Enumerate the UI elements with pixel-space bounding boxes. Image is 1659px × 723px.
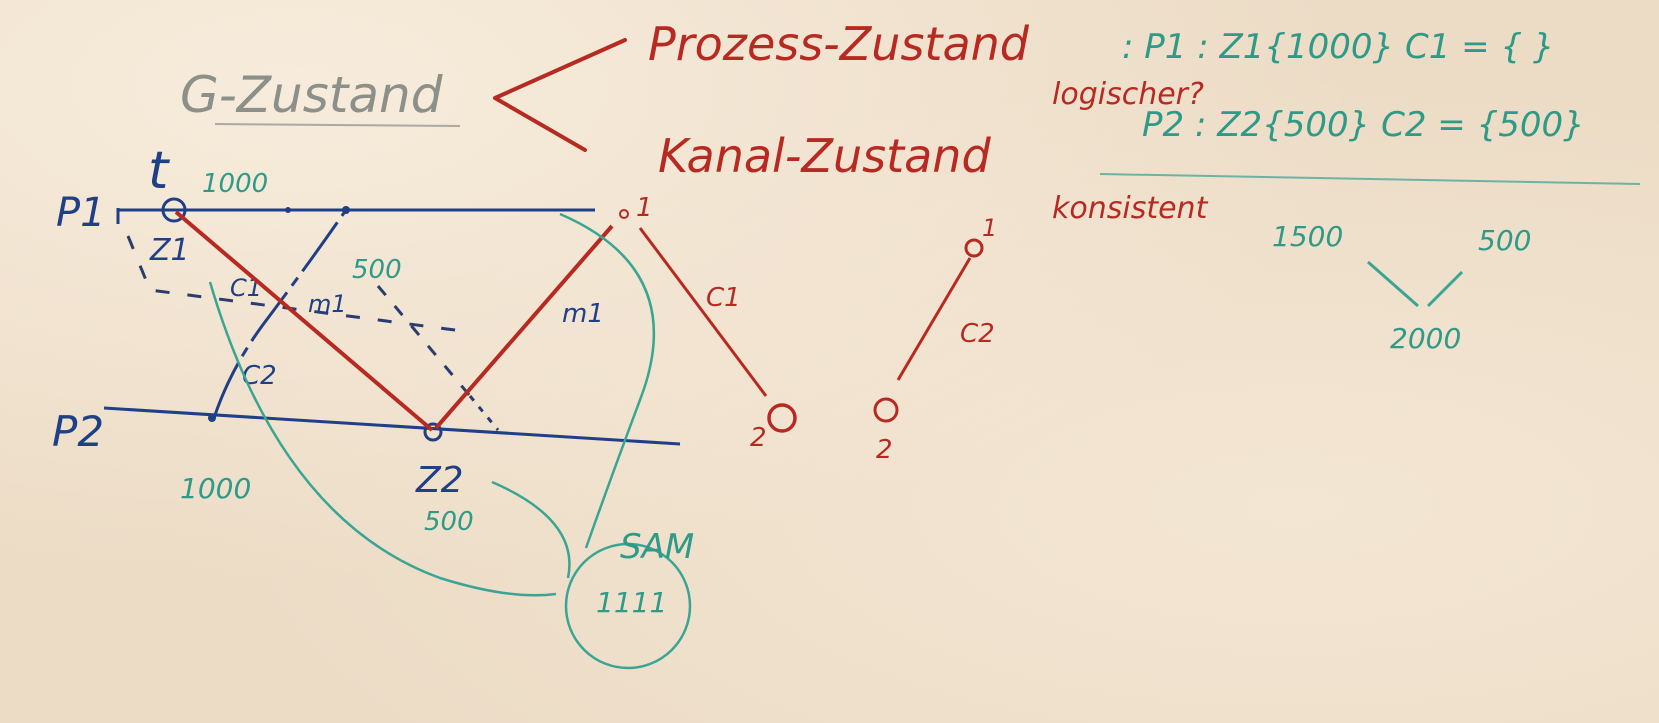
z2-value: 500: [424, 507, 474, 537]
transfer-value: 500: [352, 255, 402, 285]
m1-left-label: m1: [308, 290, 347, 318]
g-zustand-label: G-Zustand: [180, 66, 443, 124]
message-m1-right: [434, 224, 614, 430]
logischer-label: logischer?: [1052, 77, 1204, 112]
kanal-zustand-label: Kanal-Zustand: [658, 129, 991, 183]
sum-branch-right: [1426, 270, 1464, 308]
note-line-2: P2 : Z2{500} C2 = {500}: [1142, 105, 1585, 145]
graph2-bottom-node: 2: [876, 435, 893, 465]
p2-label: P2: [52, 407, 104, 456]
z2-state-marker: [423, 422, 443, 442]
m1-right-label: m1: [562, 299, 604, 329]
sam-circle-text: 1111: [596, 586, 667, 619]
cut-line-c: [468, 395, 500, 431]
graph2-top-circle: [964, 238, 984, 258]
z1-label: Z1: [149, 233, 190, 268]
graph1-edge: [638, 227, 768, 397]
notes-divider: [1099, 173, 1641, 185]
sam-label: SAM: [620, 527, 694, 567]
konsistent-label: konsistent: [1052, 191, 1209, 226]
sam-result-circle: [564, 542, 692, 670]
graph1-top-node: 1: [636, 193, 653, 223]
state-bracket: [493, 38, 627, 152]
message-m1-left: [174, 210, 434, 432]
time-t-label: t: [148, 141, 170, 201]
cut-line-b: [376, 285, 472, 397]
note-line-1: : P1 : Z1{1000} C1 = { }: [1122, 27, 1555, 67]
graph1-bottom-circle: [767, 403, 797, 433]
p2-timeline: [103, 406, 681, 446]
p2-value: 1000: [180, 472, 251, 505]
z1-state-marker: [161, 197, 187, 223]
prozess-zustand-label: Prozess-Zustand: [648, 17, 1030, 71]
arc-channel-to-sam: [559, 212, 655, 549]
arc-z2-to-sam: [491, 480, 571, 579]
sum-total: 2000: [1390, 322, 1461, 355]
m1-arrival-marker: [619, 209, 629, 219]
sum-right: 500: [1478, 224, 1531, 257]
graph1-bottom-node: 2: [750, 423, 767, 453]
sum-branch-left: [1367, 260, 1419, 308]
graph1-edge-label: C1: [706, 283, 741, 313]
c1-small-label: C1: [230, 274, 262, 302]
z2-label: Z2: [415, 460, 464, 501]
message-p2-to-p1: [212, 209, 348, 419]
graph2-edge: [896, 257, 972, 381]
graph2-bottom-circle: [873, 397, 899, 423]
graph2-edge-label: C2: [960, 319, 995, 349]
sum-left: 1500: [1272, 220, 1343, 253]
p1-event-dot: [285, 207, 291, 213]
c2-small-label: C2: [242, 361, 277, 391]
g-zustand-underline: [214, 123, 461, 127]
p1-value: 1000: [202, 169, 268, 199]
graph2-top-node: 1: [982, 214, 997, 242]
p1-label: P1: [56, 190, 106, 236]
arc-z1-to-sam: [208, 281, 557, 597]
